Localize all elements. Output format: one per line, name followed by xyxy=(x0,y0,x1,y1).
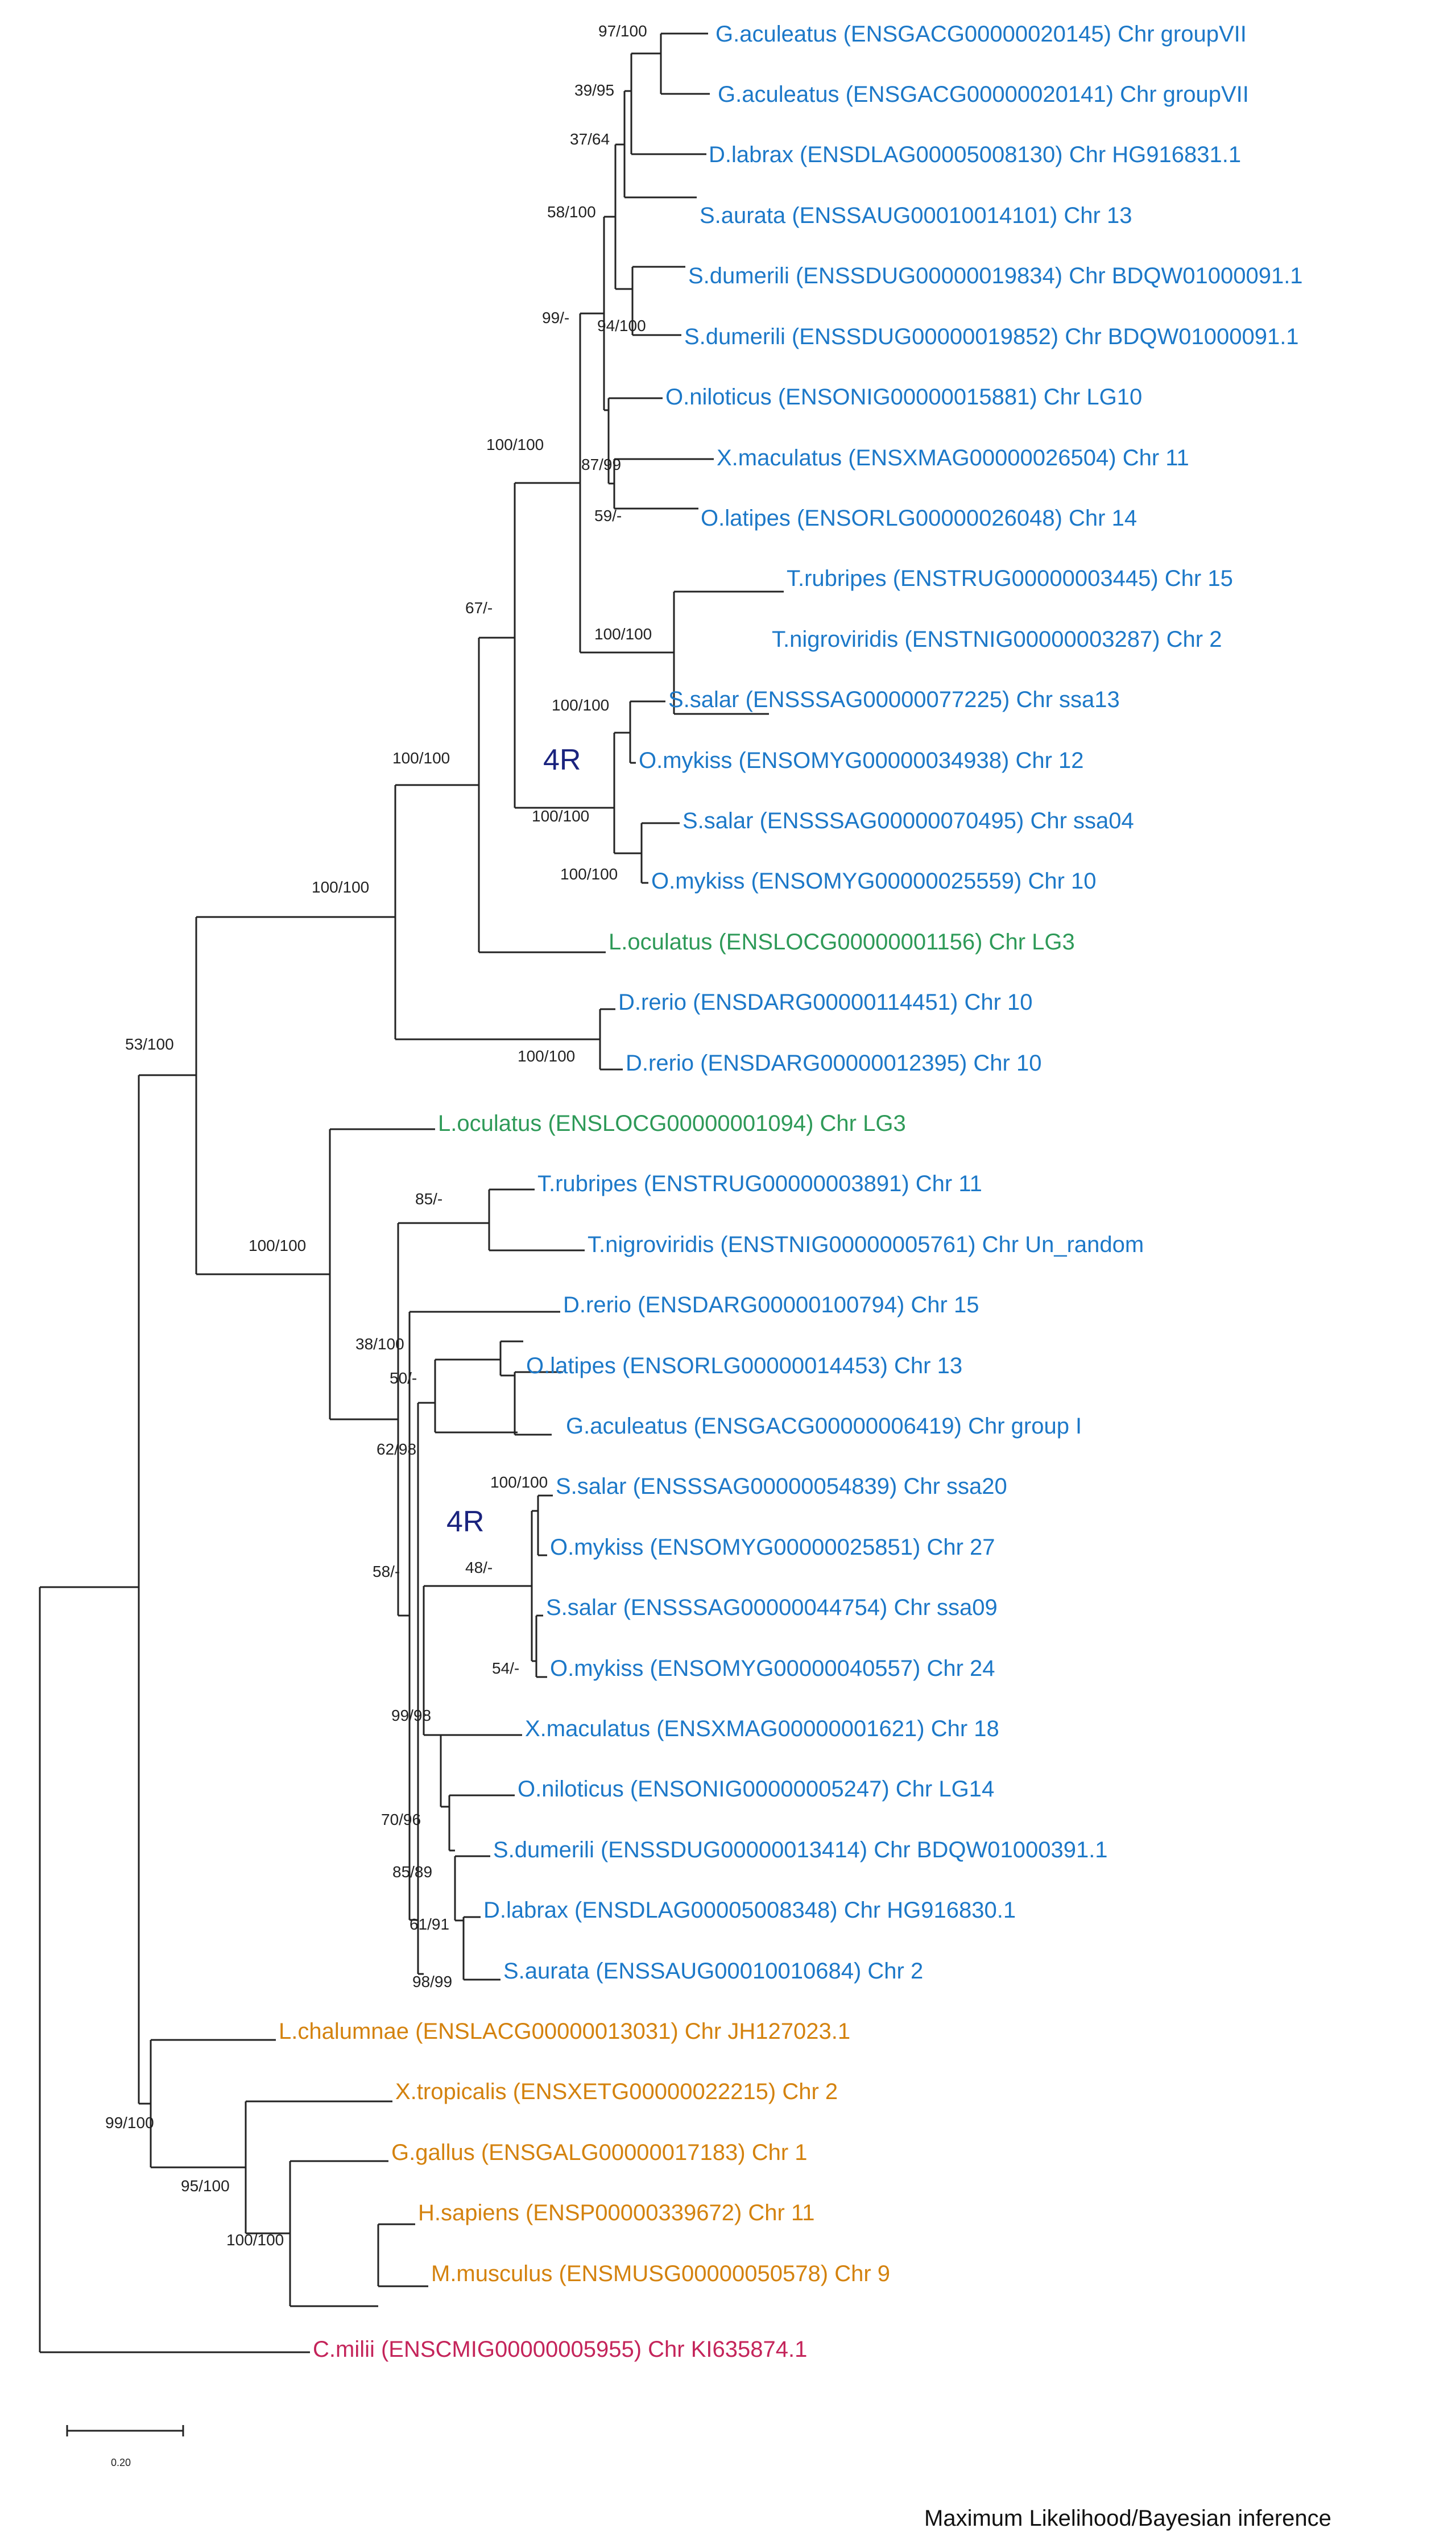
node-support-label: 37/64 xyxy=(570,130,610,148)
node-support-label: 67/- xyxy=(465,599,493,617)
node-support-label: 39/95 xyxy=(574,81,614,99)
taxon-label: G.aculeatus (ENSGACG00000006419) Chr gro… xyxy=(566,1414,1082,1439)
duplication-marker-4r: 4R xyxy=(543,744,581,776)
node-support-label: 61/91 xyxy=(410,1915,449,1933)
node-support-label: 62/98 xyxy=(377,1440,416,1458)
taxon-label: O.mykiss (ENSOMYG00000025559) Chr 10 xyxy=(651,869,1097,894)
node-support-label: 85/- xyxy=(415,1190,442,1208)
taxon-label: L.chalumnae (ENSLACG00000013031) Chr JH1… xyxy=(279,2019,850,2044)
taxon-label: L.oculatus (ENSLOCG00000001094) Chr LG3 xyxy=(438,1111,906,1136)
node-support-label: 100/100 xyxy=(486,436,544,453)
scale-bar-label: 0.20 xyxy=(111,2457,131,2468)
taxon-label: D.rerio (ENSDARG00000114451) Chr 10 xyxy=(618,990,1033,1015)
taxon-label: C.milii (ENSCMIG00000005955) Chr KI63587… xyxy=(313,2337,807,2362)
node-support-label: 97/100 xyxy=(598,22,647,40)
node-support-label: 99/98 xyxy=(391,1707,431,1724)
taxon-label: M.musculus (ENSMUSG00000050578) Chr 9 xyxy=(431,2261,890,2286)
taxon-label: X.tropicalis (ENSXETG00000022215) Chr 2 xyxy=(395,2079,838,2104)
taxon-label: D.rerio (ENSDARG00000012395) Chr 10 xyxy=(626,1051,1041,1076)
taxon-label: S.salar (ENSSSAG00000054839) Chr ssa20 xyxy=(556,1474,1007,1499)
taxon-label: O.mykiss (ENSOMYG00000034938) Chr 12 xyxy=(639,748,1084,773)
node-support-label: 99/- xyxy=(542,309,569,327)
node-support-label: 100/100 xyxy=(560,865,618,883)
node-support-label: 58/- xyxy=(373,1563,400,1580)
node-support-label: 94/100 xyxy=(597,317,646,334)
taxon-label: T.rubripes (ENSTRUG00000003891) Chr 11 xyxy=(537,1171,982,1196)
node-support-label: 58/100 xyxy=(547,203,596,221)
node-support-label: 54/- xyxy=(492,1659,519,1677)
taxon-label: T.nigroviridis (ENSTNIG00000005761) Chr … xyxy=(588,1232,1144,1257)
taxon-label: G.aculeatus (ENSGACG00000020141) Chr gro… xyxy=(718,82,1249,107)
taxon-label: S.dumerili (ENSSDUG00000019852) Chr BDQW… xyxy=(684,324,1299,349)
taxon-label: S.dumerili (ENSSDUG00000013414) Chr BDQW… xyxy=(493,1837,1108,1862)
taxon-label: D.labrax (ENSDLAG00005008348) Chr HG9168… xyxy=(483,1898,1016,1923)
node-support-label: 95/100 xyxy=(181,2177,230,2195)
node-support-label: 70/96 xyxy=(381,1811,421,1828)
taxon-label: G.aculeatus (ENSGACG00000020145) Chr gro… xyxy=(715,22,1247,47)
method-caption: Maximum Likelihood/Bayesian inference xyxy=(924,2506,1331,2531)
taxon-label: S.dumerili (ENSSDUG00000019834) Chr BDQW… xyxy=(688,263,1303,288)
scale-bar-line xyxy=(66,2425,184,2436)
node-support-label: 100/100 xyxy=(532,807,589,825)
taxon-label: X.maculatus (ENSXMAG00000001621) Chr 18 xyxy=(525,1716,999,1741)
node-support-label: 53/100 xyxy=(125,1035,174,1053)
node-support-label: 38/100 xyxy=(355,1335,404,1353)
taxon-label: O.latipes (ENSORLG00000014453) Chr 13 xyxy=(526,1353,962,1378)
taxon-label: O.mykiss (ENSOMYG00000025851) Chr 27 xyxy=(550,1535,995,1560)
node-support-label: 100/100 xyxy=(226,2231,284,2249)
node-support-label: 85/89 xyxy=(392,1863,432,1881)
taxon-label: D.rerio (ENSDARG00000100794) Chr 15 xyxy=(563,1292,979,1317)
node-support-label: 98/99 xyxy=(412,1973,452,1990)
node-support-label: 100/100 xyxy=(518,1047,575,1065)
node-support-label: 50/- xyxy=(390,1369,417,1387)
taxon-label: S.salar (ENSSSAG00000070495) Chr ssa04 xyxy=(682,808,1134,833)
node-support-label: 59/- xyxy=(594,507,622,524)
node-support-label: 100/100 xyxy=(594,625,652,643)
taxon-label: T.rubripes (ENSTRUG00000003445) Chr 15 xyxy=(787,566,1233,591)
taxon-labels: G.aculeatus (ENSGACG00000020145) Chr gro… xyxy=(279,22,1303,2362)
node-support-label: 100/100 xyxy=(552,696,609,714)
taxon-label: L.oculatus (ENSLOCG00000001156) Chr LG3 xyxy=(609,930,1075,955)
taxon-label: H.sapiens (ENSP00000339672) Chr 11 xyxy=(418,2200,814,2225)
node-support-label: 100/100 xyxy=(249,1237,306,1254)
taxon-label: T.nigroviridis (ENSTNIG00000003287) Chr … xyxy=(772,627,1222,652)
taxon-label: D.labrax (ENSDLAG00005008130) Chr HG9168… xyxy=(709,142,1241,167)
node-support-values: 97/100 39/95 37/64 58/100 99/- 94/100 10… xyxy=(105,22,652,2249)
taxon-label: S.aurata (ENSSAUG00010010684) Chr 2 xyxy=(503,1959,923,1984)
taxon-label: S.salar (ENSSSAG00000077225) Chr ssa13 xyxy=(668,687,1120,712)
taxon-label: O.latipes (ENSORLG00000026048) Chr 14 xyxy=(701,506,1137,531)
taxon-label: O.niloticus (ENSONIG00000005247) Chr LG1… xyxy=(518,1777,994,1802)
taxon-label: S.aurata (ENSSAUG00010014101) Chr 13 xyxy=(700,203,1132,228)
node-support-label: 100/100 xyxy=(392,749,450,767)
taxon-label: X.maculatus (ENSXMAG00000026504) Chr 11 xyxy=(717,445,1189,470)
taxon-label: S.salar (ENSSSAG00000044754) Chr ssa09 xyxy=(546,1595,998,1620)
node-support-label: 100/100 xyxy=(312,878,369,896)
taxon-label: G.gallus (ENSGALG00000017183) Chr 1 xyxy=(391,2140,808,2165)
scale-bar: 0.20 xyxy=(66,2425,184,2468)
node-support-label: 48/- xyxy=(465,1559,493,1576)
taxon-label: O.mykiss (ENSOMYG00000040557) Chr 24 xyxy=(550,1656,995,1681)
node-support-label: 100/100 xyxy=(490,1473,548,1491)
node-support-label: 87/99 xyxy=(581,456,621,473)
taxon-label: O.niloticus (ENSONIG00000015881) Chr LG1… xyxy=(665,385,1142,410)
tree-branches xyxy=(39,32,784,2353)
duplication-marker-4r: 4R xyxy=(446,1505,484,1538)
node-support-label: 99/100 xyxy=(105,2114,154,2132)
